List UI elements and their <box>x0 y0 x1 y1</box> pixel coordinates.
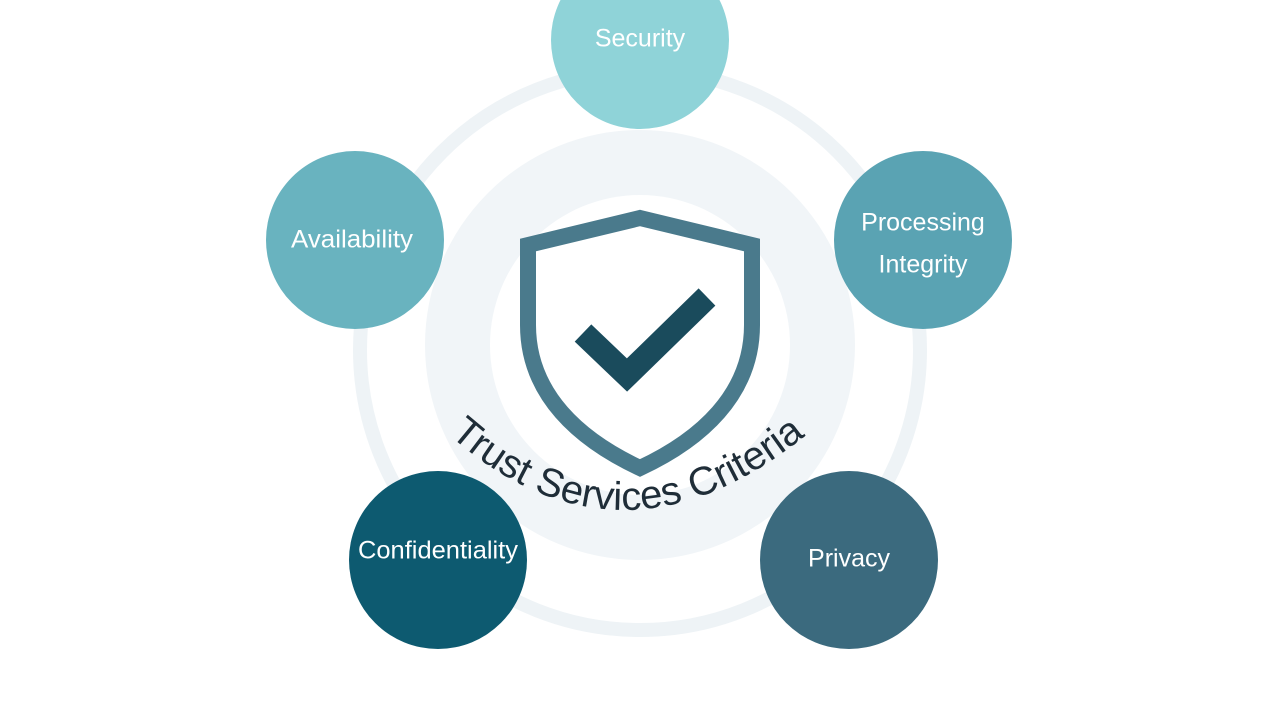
node-privacy: Privacy <box>760 471 938 649</box>
shield-check-icon <box>520 209 760 477</box>
node-availability: Availability <box>266 151 444 329</box>
node-privacy-circle <box>760 471 938 649</box>
node-privacy-label: Privacy <box>808 545 890 573</box>
node-confidentiality: Confidentiality <box>349 471 527 649</box>
node-processing-integrity-label-line2: Integrity <box>879 251 968 279</box>
node-confidentiality-circle <box>349 471 527 649</box>
node-availability-label: Availability <box>291 226 414 254</box>
node-processing-integrity-label-line1: Processing <box>861 209 985 237</box>
node-availability-circle <box>266 151 444 329</box>
check-icon <box>574 288 716 392</box>
node-security-label: Security <box>595 25 686 53</box>
node-security: Security <box>551 0 729 129</box>
shield-icon <box>520 209 760 477</box>
node-confidentiality-label: Confidentiality <box>358 537 519 565</box>
node-security-circle <box>551 0 729 129</box>
node-processing-integrity: Processing Integrity <box>834 151 1012 329</box>
node-processing-integrity-circle <box>834 151 1012 329</box>
